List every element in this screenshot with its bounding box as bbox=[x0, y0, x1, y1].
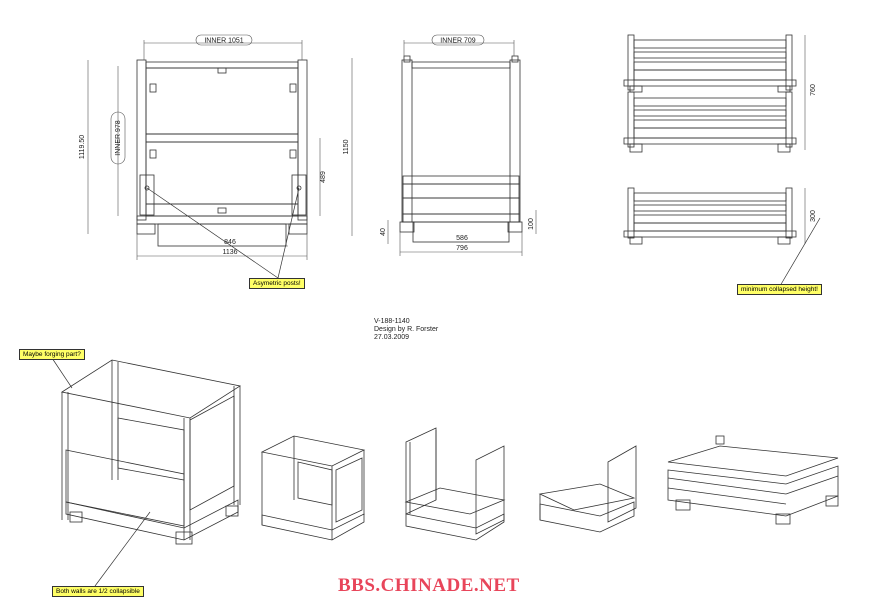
front-base-inner: 846 bbox=[224, 239, 236, 246]
iso-full-container bbox=[60, 359, 242, 545]
front-base-outer: 1136 bbox=[222, 249, 237, 256]
front-outer-height: 1119.50 bbox=[79, 135, 86, 159]
watermark-text: BBS.CHINADE.NET bbox=[338, 575, 520, 596]
side-view bbox=[399, 55, 523, 243]
side-inner-width-label: INNER 709 bbox=[440, 38, 476, 45]
single-collapsed-view bbox=[623, 187, 797, 245]
side-base-outer: 796 bbox=[456, 245, 468, 252]
front-inner-width-label: INNER 1051 bbox=[204, 38, 243, 45]
part-number: V-188-1140 bbox=[374, 318, 410, 325]
drawing-date: 27.03.2009 bbox=[374, 334, 410, 341]
collapsed-height: 300 bbox=[810, 210, 817, 222]
front-inner-height-label: INNER 978 bbox=[115, 120, 122, 156]
note-asymmetric-posts: Asymetric posts! bbox=[249, 278, 305, 289]
side-base-inner: 586 bbox=[456, 235, 468, 242]
iso-fully-collapsed bbox=[667, 435, 839, 525]
note-min-collapsed-height: minimum collapsed height! bbox=[737, 284, 822, 295]
front-view bbox=[136, 59, 308, 247]
iso-half-container bbox=[260, 435, 366, 541]
front-door-height: 489 bbox=[320, 171, 327, 183]
side-foot-right: 100 bbox=[528, 218, 535, 230]
note-collapsible-walls: Both walls are 1/2 collapsible bbox=[52, 586, 144, 597]
iso-one-wall-folded bbox=[404, 427, 506, 541]
iso-two-walls-folded bbox=[538, 445, 637, 533]
stacked-collapsed-view bbox=[623, 34, 797, 153]
title-block: V-188-1140 Design by R. Forster 27.03.20… bbox=[374, 318, 438, 342]
stack-height: 760 bbox=[810, 84, 817, 96]
front-right-height: 1150 bbox=[343, 139, 350, 154]
side-foot-height: 40 bbox=[380, 228, 387, 236]
note-forging-part: Maybe forging part? bbox=[19, 349, 85, 360]
designer: Design by R. Forster bbox=[374, 326, 439, 333]
